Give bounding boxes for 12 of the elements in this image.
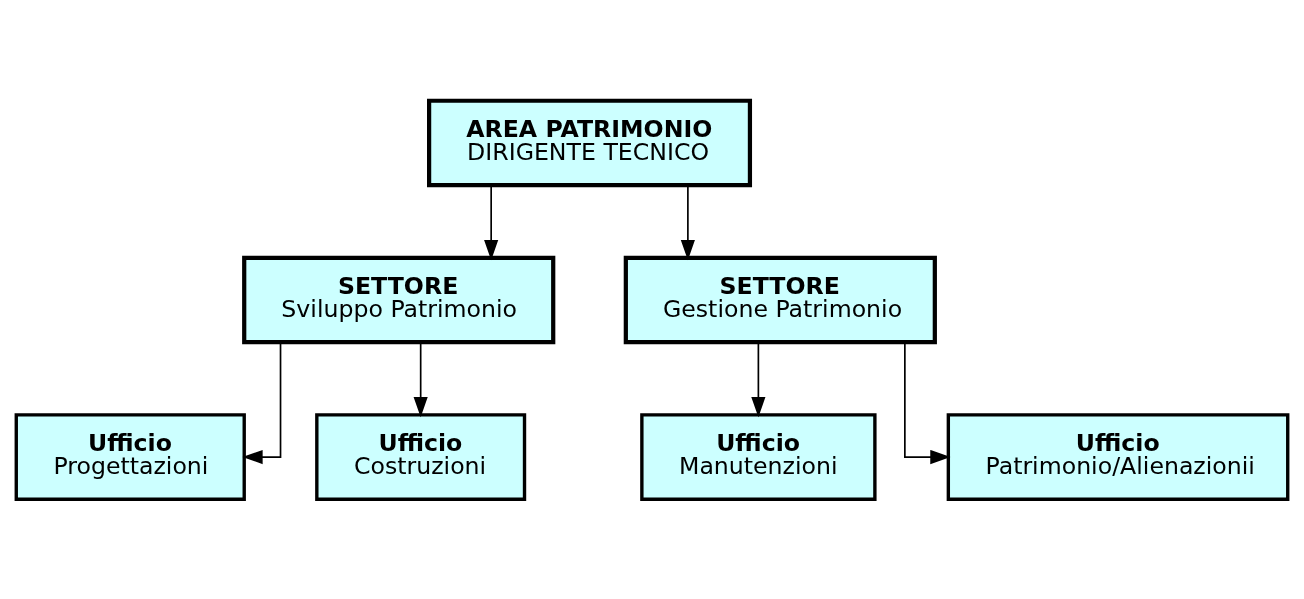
node-box: Ufficio Progettazioni	[14, 412, 246, 501]
arrow	[242, 341, 282, 464]
node-box: SETTORE Sviluppo Patrimonio	[242, 255, 556, 344]
arrow	[751, 341, 766, 417]
node-box: SETTORE Gestione Patrimonio	[623, 255, 937, 344]
node-box: Ufficio Costruzioni	[315, 412, 527, 501]
arrow	[904, 341, 951, 464]
arrow	[413, 341, 428, 417]
node-box: AREA PATRIMONIO DIRIGENTE TECNICO	[427, 98, 753, 187]
arrow	[680, 184, 695, 260]
node-box: Ufficio Manutenzioni	[640, 412, 877, 501]
node-box: Ufficio Patrimonio/Alienazionii	[946, 412, 1290, 501]
